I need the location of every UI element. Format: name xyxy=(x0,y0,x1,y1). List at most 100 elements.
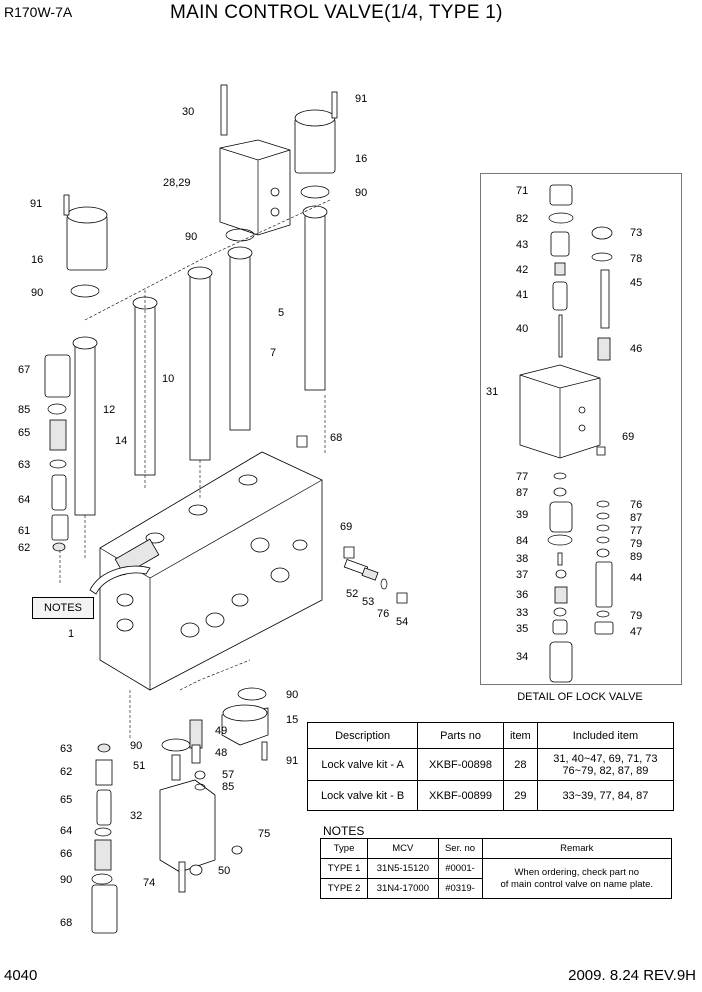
column-header: Remark xyxy=(481,838,673,859)
column-header: item xyxy=(502,722,538,749)
detail-callout: 36 xyxy=(516,589,528,601)
callout: 54 xyxy=(396,616,408,628)
detail-callout: 33 xyxy=(516,607,528,619)
column-header: Description xyxy=(306,722,419,749)
callout: 69 xyxy=(340,521,352,533)
callout: 5 xyxy=(278,307,284,319)
remark-cell: When ordering, check part no of main con… xyxy=(481,858,673,899)
detail-callout: 71 xyxy=(516,185,528,197)
table-cell: 31N4-17000 xyxy=(367,878,439,899)
detail-callout: 47 xyxy=(630,626,642,638)
main-valve-body xyxy=(99,451,323,691)
callout: 66 xyxy=(60,848,72,860)
column-header: Ser. no xyxy=(437,838,483,859)
detail-callout: 45 xyxy=(630,277,642,289)
callout: 1 xyxy=(68,628,74,640)
callout: 30 xyxy=(182,106,194,118)
callout: 64 xyxy=(18,494,30,506)
callout: 62 xyxy=(60,766,72,778)
table-cell: 31N5-15120 xyxy=(367,858,439,879)
lock-valve-detail-frame xyxy=(480,173,682,685)
table-cell: 28 xyxy=(502,748,538,781)
remark-line: of main control valve on name plate. xyxy=(500,878,654,890)
callout: 51 xyxy=(133,760,145,772)
callout: 68 xyxy=(60,917,72,929)
detail-callout: 77 xyxy=(630,525,642,537)
table-row: Lock valve kit - B XKBF-00899 29 33~39, … xyxy=(306,780,675,811)
detail-callout: 87 xyxy=(630,512,642,524)
callout: 65 xyxy=(18,427,30,439)
detail-callout: 78 xyxy=(630,253,642,265)
callout: 91 xyxy=(286,755,298,767)
table-row: Lock valve kit - A XKBF-00898 28 31, 40~… xyxy=(306,748,675,781)
detail-callout: 42 xyxy=(516,264,528,276)
callout: 62 xyxy=(18,542,30,554)
lock-valve-block-top xyxy=(219,139,291,236)
table-cell: TYPE 1 xyxy=(319,858,369,879)
detail-callout: 76 xyxy=(630,499,642,511)
lock-valve-detail-parts xyxy=(519,184,614,683)
spool-5 xyxy=(302,205,328,391)
table-cell: 31, 40~47, 69, 71, 73 76~79, 82, 87, 89 xyxy=(536,748,675,781)
callout: 48 xyxy=(215,747,227,759)
callout: 28,29 xyxy=(163,177,191,189)
detail-callout: 35 xyxy=(516,623,528,635)
detail-callout: 82 xyxy=(516,213,528,225)
callout: 10 xyxy=(162,373,174,385)
revision-date: 2009. 8.24 REV.9H xyxy=(568,967,696,984)
cover-16-left xyxy=(66,206,108,271)
callout: 85 xyxy=(18,404,30,416)
table-row: TYPE 1 31N5-15120 #0001- When ordering, … xyxy=(319,858,673,899)
table-cell: TYPE 2 xyxy=(319,878,369,899)
spool-10 xyxy=(187,266,213,461)
column-header: Included item xyxy=(536,722,675,749)
table-cell: 29 xyxy=(502,780,538,811)
callout: 90 xyxy=(130,740,142,752)
table-cell: Lock valve kit - B xyxy=(306,780,419,811)
detail-callout: 31 xyxy=(486,386,498,398)
detail-callout: 79 xyxy=(630,610,642,622)
callout: 91 xyxy=(30,198,42,210)
callout: 57 xyxy=(222,769,234,781)
callout: 90 xyxy=(185,231,197,243)
column-header: Parts no xyxy=(417,722,504,749)
callout: 90 xyxy=(60,874,72,886)
callout: 12 xyxy=(103,404,115,416)
callout: 75 xyxy=(258,828,270,840)
model-label: R170W-7A xyxy=(4,4,73,20)
detail-callout: 84 xyxy=(516,535,528,547)
callout: 61 xyxy=(18,525,30,537)
callout: 67 xyxy=(18,364,30,376)
column-header: MCV xyxy=(367,838,439,859)
callout: 90 xyxy=(355,187,367,199)
detail-callout: 41 xyxy=(516,289,528,301)
notes-title: NOTES xyxy=(323,824,365,838)
detail-callout: 77 xyxy=(516,471,528,483)
callout: 85 xyxy=(222,781,234,793)
table-cell: 33~39, 77, 84, 87 xyxy=(536,780,675,811)
detail-callout: 73 xyxy=(630,227,642,239)
callout: 32 xyxy=(130,810,142,822)
callout: 74 xyxy=(143,877,155,889)
lock-valve-kit-table: Description Parts no item Included item … xyxy=(306,722,675,811)
callout: 16 xyxy=(355,153,367,165)
callout: 90 xyxy=(286,689,298,701)
callout: 53 xyxy=(362,596,374,608)
spool-7 xyxy=(227,246,253,431)
table-cell: Lock valve kit - A xyxy=(306,748,419,781)
included-line: 76~79, 82, 87, 89 xyxy=(562,764,649,777)
notes-table: Type MCV Ser. no Remark TYPE 1 31N5-1512… xyxy=(319,838,673,899)
detail-callout: 44 xyxy=(630,572,642,584)
callout: 90 xyxy=(31,287,43,299)
page-title: MAIN CONTROL VALVE(1/4, TYPE 1) xyxy=(170,2,503,23)
page-number: 4040 xyxy=(4,967,38,984)
table-cell: #0001- xyxy=(437,858,483,879)
remark-line: When ordering, check part no xyxy=(514,866,640,878)
table-cell: XKBF-00898 xyxy=(417,748,504,781)
detail-callout: 79 xyxy=(630,538,642,550)
callout: 16 xyxy=(31,254,43,266)
detail-callout: 37 xyxy=(516,569,528,581)
callout: 91 xyxy=(355,93,367,105)
detail-callout: 40 xyxy=(516,323,528,335)
table-cell: XKBF-00899 xyxy=(417,780,504,811)
